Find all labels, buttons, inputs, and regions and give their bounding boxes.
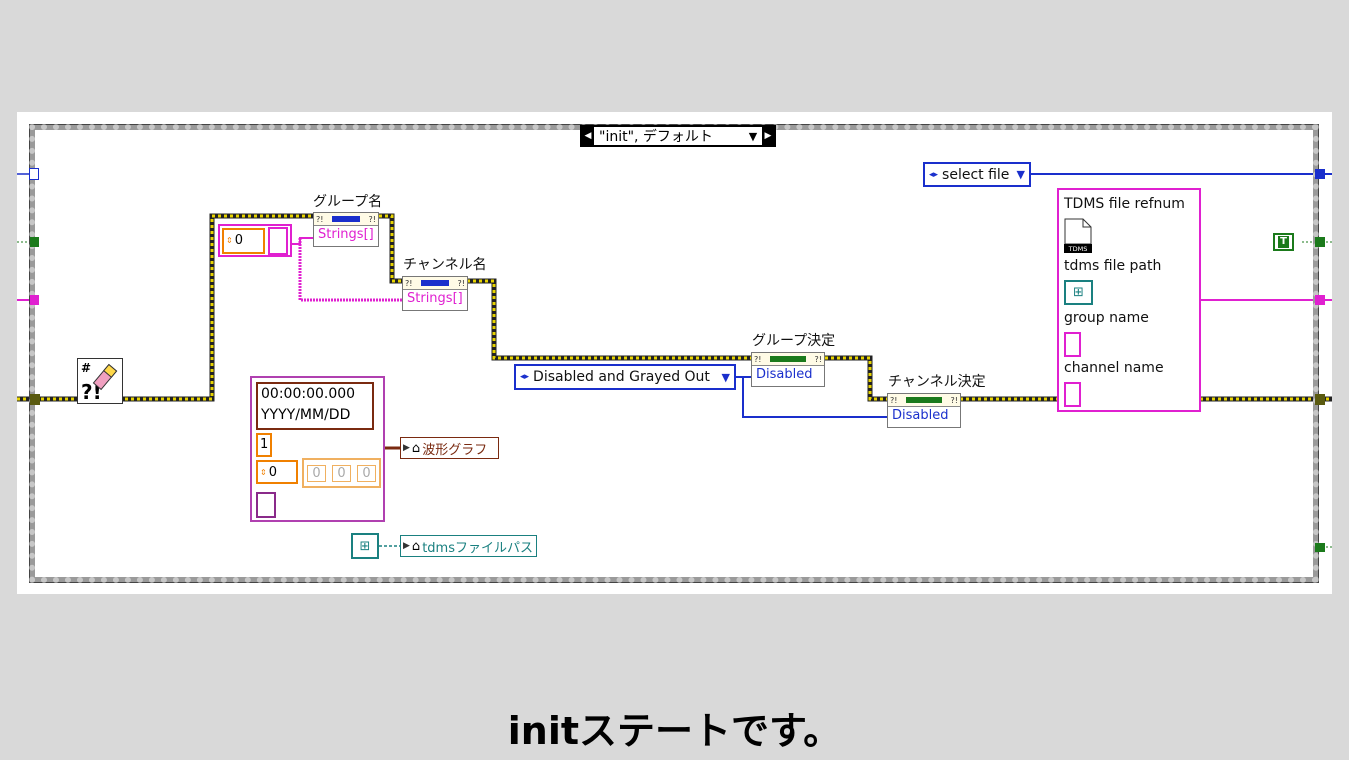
tdms-cluster-constant[interactable]: TDMS file refnum TDMS tdms file path ⊞ g… [1057, 188, 1201, 412]
slide-caption: initステートです。 [507, 709, 842, 753]
right-tunnel-error [1315, 394, 1325, 405]
channel-decide-property-node[interactable]: ?!?! Disabled [887, 393, 961, 428]
enum-dropdown-icon[interactable]: ▼ [721, 370, 730, 384]
tdms-path-constant[interactable]: ⊞ [351, 533, 379, 559]
disabled-enum-value: Disabled and Grayed Out [533, 369, 710, 385]
channel-name-label: チャンネル名 [403, 257, 487, 273]
group-decide-property-node[interactable]: ?!?! Disabled [751, 352, 825, 387]
block-diagram: ◀ "init", デフォルト ▼ ▶ # ?! ⇕ 0 グループ名 ?!?! … [17, 112, 1332, 594]
case-selector[interactable]: ◀ "init", デフォルト ▼ ▶ [580, 125, 776, 147]
select-file-enum-constant[interactable]: ◂▸ select file ▼ [923, 162, 1031, 187]
index-stepper-icon[interactable]: ⇕ [226, 236, 233, 245]
tdms-path-reference[interactable]: ▶ ⌂ tdmsファイルパス [400, 535, 537, 557]
timestamp-time: 00:00:00.000 [261, 386, 356, 402]
clear-errors-icon[interactable]: # ?! [77, 358, 123, 404]
array-index[interactable]: ⇕ 0 [222, 227, 265, 254]
right-tunnel-boolean-2 [1315, 543, 1325, 552]
group-name-strings-property[interactable]: Strings[] [318, 227, 374, 242]
tdms-path-reference-label: tdmsファイルパス [422, 540, 533, 556]
channel-decide-label: チャンネル決定 [888, 374, 986, 390]
left-tunnel-error [30, 394, 40, 405]
true-constant-value: T [1278, 236, 1289, 248]
wire-layer [17, 173, 1332, 548]
tdms-file-icon: TDMS [1063, 218, 1093, 254]
decrement-arrow-icon[interactable]: ◀ [582, 127, 594, 145]
waveform-constant[interactable]: 00:00:00.000 YYYY/MM/DD 1 ⇕ 0 0 0 0 [250, 376, 385, 522]
case-selector-value: "init", デフォルト [599, 129, 713, 145]
select-file-value: select file [942, 166, 1010, 183]
channel-name-field-label: channel name [1064, 360, 1164, 376]
empty-string-element[interactable] [267, 226, 288, 255]
y-value: 0 [332, 464, 351, 482]
right-tunnel-string [1315, 295, 1325, 305]
increment-arrow-icon[interactable]: ▶ [762, 127, 774, 145]
channel-name-strings-property[interactable]: Strings[] [407, 291, 463, 306]
channel-name-property-node[interactable]: ?!?! Strings[] [402, 276, 468, 311]
left-tunnel-enum [29, 168, 39, 180]
tdms-path-element[interactable]: ⊞ [1064, 280, 1093, 305]
dt-field[interactable]: 1 [256, 433, 272, 457]
index-stepper-icon[interactable]: ⇕ [260, 467, 267, 477]
group-name-label: グループ名 [313, 194, 383, 210]
left-tunnel-string [30, 295, 39, 305]
y-array-values[interactable]: 0 0 0 [302, 458, 381, 488]
group-name-element[interactable] [1064, 332, 1081, 357]
left-tunnel-boolean [30, 237, 39, 247]
timestamp-field[interactable]: 00:00:00.000 YYYY/MM/DD [256, 382, 374, 430]
y-array-index[interactable]: ⇕ 0 [256, 460, 298, 484]
cluster-title: TDMS file refnum [1064, 196, 1185, 212]
timestamp-date: YYYY/MM/DD [261, 407, 351, 423]
attributes-field[interactable] [256, 492, 276, 518]
group-decide-disabled-property[interactable]: Disabled [756, 367, 813, 382]
group-decide-label: グループ決定 [752, 333, 836, 349]
disabled-enum-constant[interactable]: ◂▸ Disabled and Grayed Out ▼ [514, 364, 736, 390]
waveform-graph-reference[interactable]: ▶ ⌂ 波形グラフ [400, 437, 499, 459]
enum-arrows-icon: ◂▸ [520, 372, 530, 382]
channel-name-element[interactable] [1064, 382, 1081, 407]
waveform-graph-reference-label: 波形グラフ [422, 442, 488, 458]
array-index-value: 0 [234, 233, 243, 248]
channel-decide-disabled-property[interactable]: Disabled [892, 408, 949, 423]
enum-dropdown-icon[interactable]: ▼ [1016, 168, 1025, 181]
tdms-icon-text: TDMS [1068, 245, 1088, 253]
right-tunnel-enum [1315, 169, 1325, 179]
reference-arrow-icon: ▶ [403, 443, 410, 453]
reference-arrow-icon: ▶ [403, 541, 410, 551]
y-value: 0 [307, 464, 326, 482]
string-array-constant[interactable]: ⇕ 0 [218, 224, 292, 257]
group-name-field-label: group name [1064, 310, 1149, 326]
dropdown-arrow-icon[interactable]: ▼ [748, 129, 758, 143]
right-tunnel-boolean [1315, 237, 1325, 247]
group-name-property-node[interactable]: ?!?! Strings[] [313, 212, 379, 247]
y-array-index-value: 0 [268, 464, 277, 480]
tdms-path-label: tdms file path [1064, 258, 1162, 274]
y-value: 0 [357, 464, 376, 482]
true-constant[interactable]: T [1273, 233, 1294, 251]
home-icon: ⌂ [411, 538, 421, 554]
svg-text:#: # [81, 361, 91, 375]
enum-arrows-icon: ◂▸ [929, 169, 939, 180]
home-icon: ⌂ [411, 440, 421, 456]
